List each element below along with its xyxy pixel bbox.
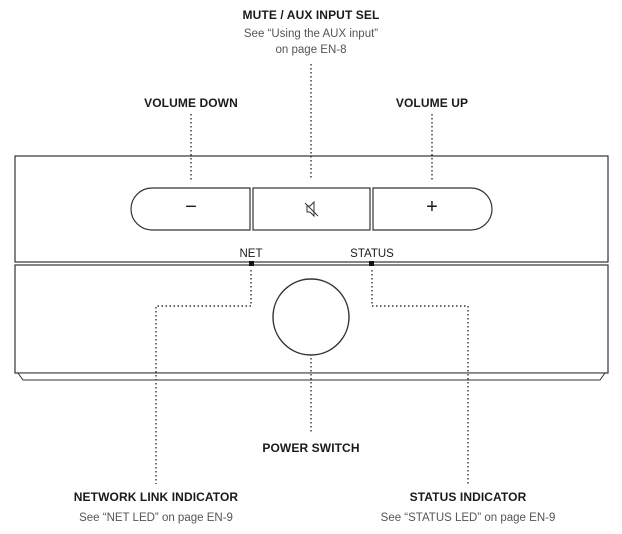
speaker-mute-icon	[304, 200, 319, 218]
device-base	[17, 372, 606, 381]
volume-down-button-shape	[130, 187, 251, 231]
mute-callout-ref-line1: See “Using the AUX input”	[243, 28, 379, 40]
mute-button[interactable]	[253, 188, 370, 230]
net-led	[249, 261, 254, 266]
status-callout-ref: See “STATUS LED” on page EN-9	[380, 512, 556, 524]
plus-icon: +	[426, 196, 438, 218]
power-switch[interactable]	[273, 279, 349, 355]
volume-down-callout-title: VOLUME DOWN	[144, 96, 238, 110]
leader-network-link	[155, 270, 252, 484]
network-link-callout-ref: See “NET LED” on page EN-9	[79, 512, 233, 524]
status-callout-title: STATUS INDICATOR	[409, 490, 527, 504]
volume-down-button[interactable]: −	[185, 196, 197, 219]
status-led	[369, 261, 374, 266]
mute-callout-title: MUTE / AUX INPUT SEL	[242, 8, 380, 22]
status-label: STATUS	[350, 248, 394, 260]
power-switch-knob	[272, 278, 350, 356]
power-switch-callout-title: POWER SWITCH	[262, 441, 360, 455]
leader-status	[371, 270, 469, 484]
net-label: NET	[239, 248, 263, 260]
volume-up-callout-title: VOLUME UP	[395, 96, 469, 110]
volume-up-button-shape	[372, 187, 493, 231]
mute-callout-ref-line2: on page EN-8	[275, 44, 347, 56]
network-link-callout-title: NETWORK LINK INDICATOR	[73, 490, 239, 504]
minus-icon: −	[185, 196, 197, 218]
volume-up-button[interactable]: +	[426, 196, 438, 219]
